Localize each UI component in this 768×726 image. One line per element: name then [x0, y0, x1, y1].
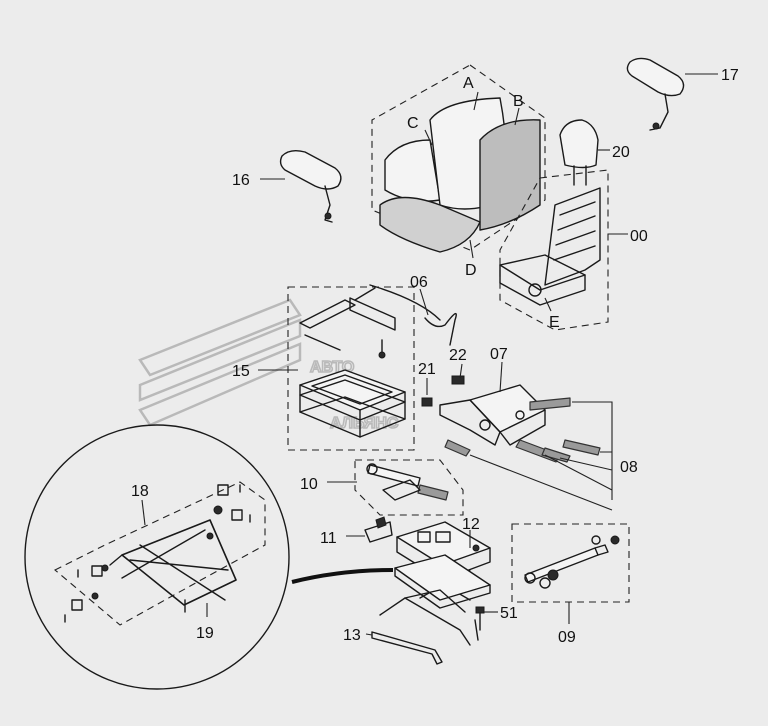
scissor-suspension: [394, 521, 491, 609]
suspension-bracket: [439, 384, 546, 446]
label-18: 18: [131, 483, 149, 500]
label-00: 00: [630, 228, 648, 245]
label-08: 08: [620, 459, 638, 476]
slide-rail-group: [287, 286, 415, 451]
label-B: B: [513, 93, 524, 110]
bolt-51: [475, 606, 485, 631]
spring-set: [444, 397, 613, 511]
label-19: 19: [196, 625, 214, 642]
shock-absorber-group: [511, 523, 630, 603]
part-labels: A B C D E 00 06 07 08 09 10 11 12 13 15 …: [131, 67, 739, 646]
headrest: [559, 119, 599, 186]
label-15: 15: [232, 363, 250, 380]
label-E: E: [549, 314, 560, 331]
detail-circle: [24, 424, 290, 690]
label-13: 13: [343, 627, 361, 644]
label-10: 10: [300, 476, 318, 493]
clip-parts: [421, 375, 465, 407]
label-20: 20: [612, 144, 630, 161]
damper-shaft-group: [354, 459, 464, 516]
label-12: 12: [462, 516, 480, 533]
release-cable: [369, 284, 457, 346]
label-C: C: [407, 115, 419, 132]
label-17: 17: [721, 67, 739, 84]
leader-lines: [141, 73, 718, 636]
seat-frame: [499, 169, 609, 331]
label-A: A: [463, 75, 474, 92]
label-D: D: [465, 262, 477, 279]
mount-bracket: [364, 516, 393, 543]
detail-pointer-arrow: [291, 568, 394, 584]
label-16: 16: [232, 172, 250, 189]
adjust-lever: [371, 589, 479, 665]
label-09: 09: [558, 629, 576, 646]
label-07: 07: [490, 346, 508, 363]
label-21: 21: [418, 361, 436, 378]
label-11: 11: [320, 530, 337, 547]
armrest-left: [279, 149, 342, 223]
label-22: 22: [449, 347, 467, 364]
label-06: 06: [410, 274, 428, 291]
label-51: 51: [500, 605, 518, 622]
seat-cushion-group: [371, 64, 546, 253]
armrest-right: [626, 57, 685, 131]
